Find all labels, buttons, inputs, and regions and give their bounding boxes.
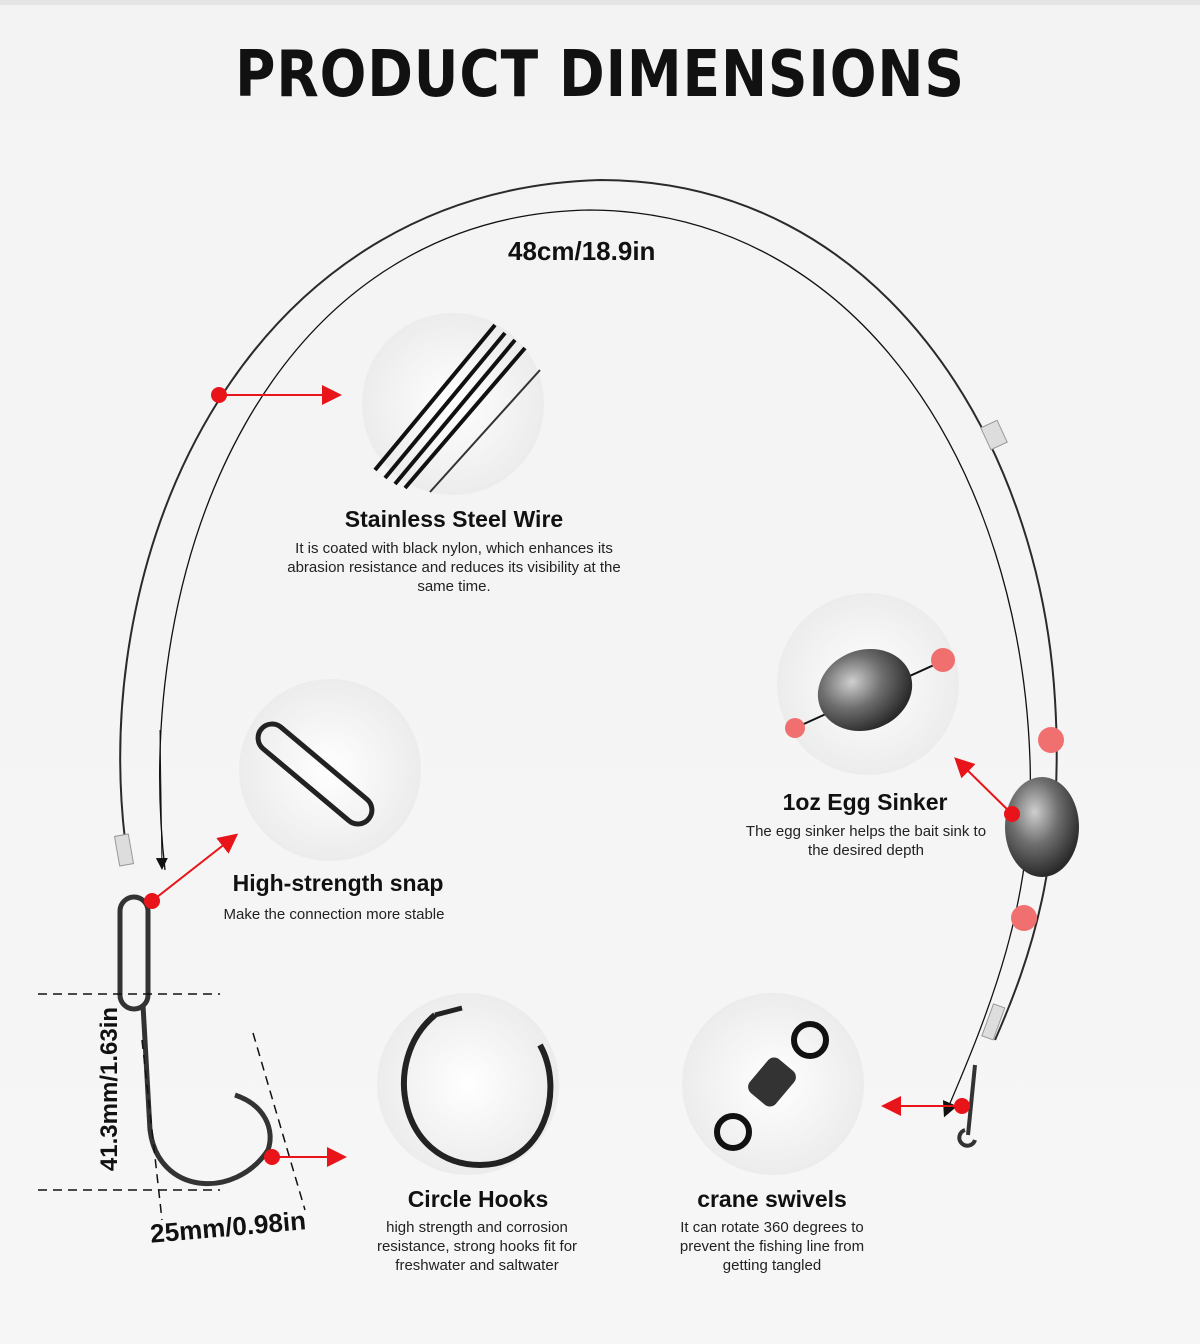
- wire-photo: [362, 313, 544, 495]
- circle-hook: [140, 1004, 273, 1187]
- feature-title-snap: High-strength snap: [232, 870, 444, 896]
- feature-desc-snap: Make the connection more stable: [223, 906, 445, 923]
- feature-title-wire: Stainless Steel Wire: [344, 506, 564, 532]
- callouts: [144, 385, 1020, 1167]
- hook-height-label: 41.3mm/1.63in: [96, 1006, 123, 1172]
- feature-desc-hooks: high strength and corrosion resistance, …: [376, 1219, 578, 1274]
- snap: [117, 894, 151, 1012]
- top-border: [0, 0, 1200, 5]
- length-label: 48cm/18.9in: [508, 236, 656, 266]
- feature-title-hooks: Circle Hooks: [407, 1186, 549, 1212]
- feature-title-sinker: 1oz Egg Sinker: [782, 789, 948, 815]
- sinker-photo: [777, 593, 959, 775]
- feature-desc-sinker: The egg sinker helps the bait sink to th…: [745, 823, 987, 859]
- length-arc: [159, 209, 1032, 1118]
- hook-photo: [377, 993, 559, 1175]
- feature-desc-wire: It is coated with black nylon, which enh…: [287, 540, 621, 595]
- feature-desc-swivels: It can rotate 360 degrees to prevent the…: [679, 1219, 865, 1274]
- feature-title-swivels: crane swivels: [697, 1186, 847, 1212]
- page-title: PRODUCT DIMENSIONS: [235, 38, 965, 112]
- swivel-photo: [682, 993, 864, 1175]
- snap-photo: [239, 679, 421, 861]
